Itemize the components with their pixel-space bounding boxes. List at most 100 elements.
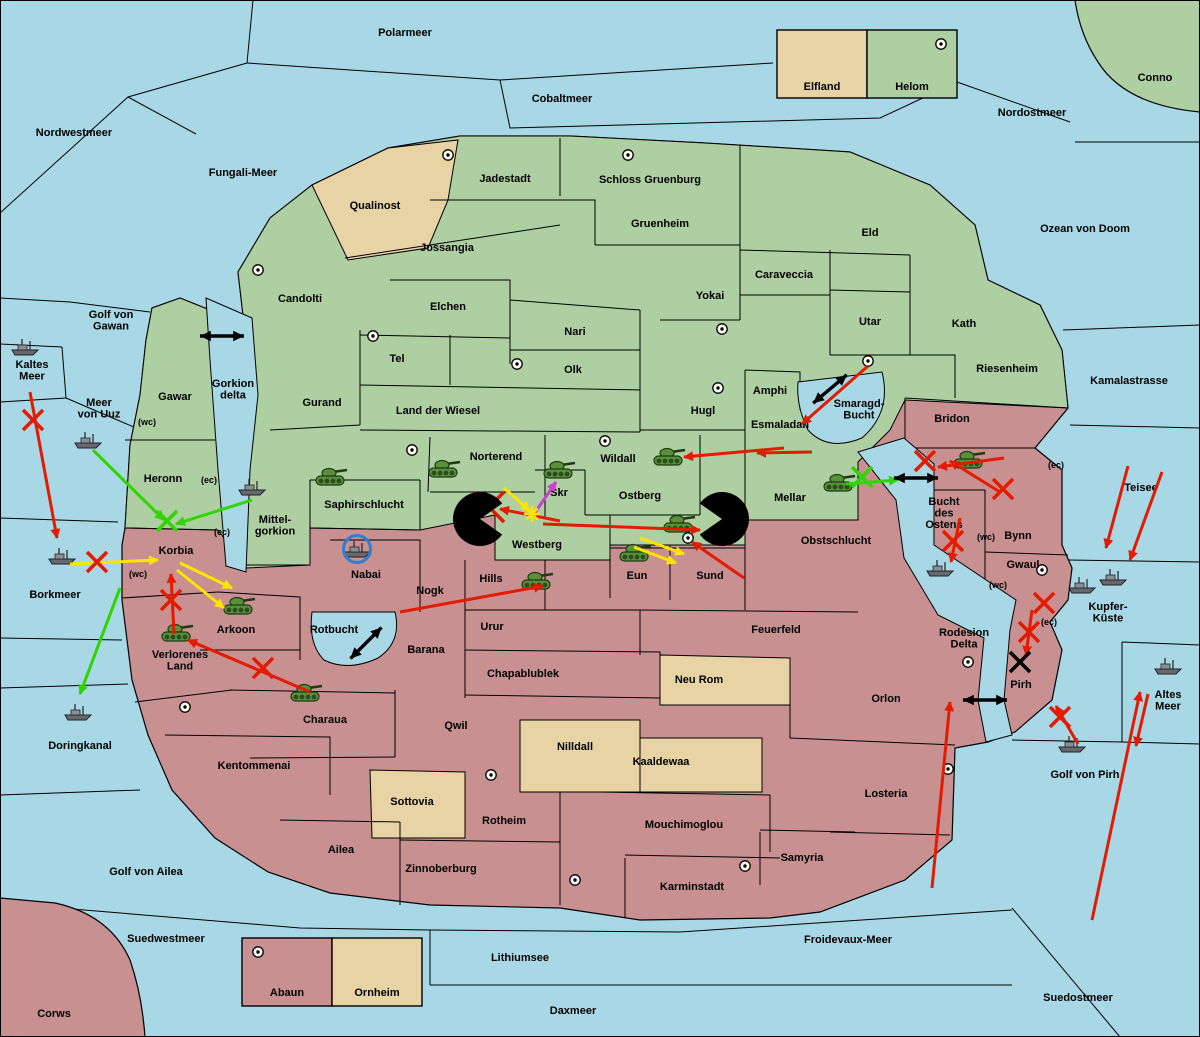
tank-unit[interactable] [653,447,686,466]
tank-unit[interactable] [428,459,461,478]
region-obstschlucht[interactable]: Obstschlucht [801,535,872,547]
region-candolti[interactable]: Candolti [278,293,322,305]
region-karminstadt[interactable]: Karminstadt [660,881,725,893]
sea-ozean-von-doom[interactable]: Ozean von Doom [1040,223,1130,235]
ship-unit[interactable] [64,704,93,721]
region-samyria[interactable]: Samyria [781,852,825,864]
region-qualinost[interactable]: Qualinost [350,200,401,212]
neutral-territory[interactable] [369,769,466,839]
tank-unit[interactable] [663,514,696,533]
region-ostberg[interactable]: Ostberg [619,490,661,502]
region-westberg[interactable]: Westberg [512,539,562,551]
region-nogk[interactable]: Nogk [416,585,444,597]
sea-nordostmeer[interactable]: Nordostmeer [998,107,1067,119]
rotbucht-bay[interactable] [310,611,398,666]
sea-suedwestmeer[interactable]: Suedwestmeer [127,933,205,945]
region-qwil[interactable]: Qwil [444,720,467,732]
region-esmaladan[interactable]: Esmaladan [751,419,809,431]
tank-unit[interactable] [315,467,348,486]
region-ailea[interactable]: Ailea [328,844,355,856]
region-pirh[interactable]: Pirh [1010,679,1032,691]
tank-unit[interactable] [543,460,576,479]
ship-unit[interactable] [11,339,40,356]
region-conno[interactable]: Conno [1138,72,1173,84]
region-nilldall[interactable]: Nilldall [557,741,593,753]
ship-unit[interactable] [1099,569,1128,586]
region-corws-land[interactable] [0,897,146,1037]
sea-froidevaux-meer[interactable]: Froidevaux-Meer [804,934,893,946]
region-barana[interactable]: Barana [407,644,445,656]
ship-unit[interactable] [343,541,372,558]
ship-unit[interactable] [74,432,103,449]
region-rotheim[interactable]: Rotheim [482,815,526,827]
region-bridon[interactable]: Bridon [934,413,970,425]
region-kath[interactable]: Kath [952,318,977,330]
region-gurand[interactable]: Gurand [302,397,341,409]
sea-doringkanal[interactable]: Doringkanal [48,740,112,752]
tank-unit[interactable] [223,596,256,615]
region-jossangia[interactable]: Jossangia [420,242,475,254]
region-mouchimoglou[interactable]: Mouchimoglou [645,819,723,831]
sea-golf-von-ailea[interactable]: Golf von Ailea [109,866,183,878]
ship-unit[interactable] [926,560,955,577]
region-gwaul[interactable]: Gwaul [1006,559,1039,571]
tank-unit[interactable] [823,473,856,492]
region-nabai[interactable]: Nabai [351,569,381,581]
region-korbia[interactable]: Korbia [159,545,195,557]
region-gawar[interactable]: Gawar [158,391,192,403]
region-wildall[interactable]: Wildall [600,453,635,465]
region-caraveccia[interactable]: Caraveccia [755,269,814,281]
sea-golf-von-pirh[interactable]: Golf von Pirh [1050,769,1119,781]
region-orlon[interactable]: Orlon [871,693,901,705]
region-olk[interactable]: Olk [564,364,583,376]
region-riesenheim[interactable]: Riesenheim [976,363,1038,375]
region-bynn[interactable]: Bynn [1004,530,1032,542]
region-land-der-wiesel[interactable]: Land der Wiesel [396,405,480,417]
region-heronn[interactable]: Heronn [144,473,183,485]
sea-polarmeer[interactable]: Polarmeer [378,27,433,39]
region-conno-land[interactable] [1074,0,1200,113]
sea-teisee[interactable]: Teisee [1124,482,1157,494]
legend-cell-ornheim[interactable] [331,937,423,1007]
region-schloss-gruenburg[interactable]: Schloss Gruenburg [599,174,701,186]
region-yokai[interactable]: Yokai [696,290,725,302]
sea-smaragd-bucht[interactable]: Smaragd-Bucht [834,398,885,422]
region-sund[interactable]: Sund [696,570,724,582]
region-amphi[interactable]: Amphi [753,385,787,397]
sea-lithiumsee[interactable]: Lithiumsee [491,952,549,964]
sea-rotbucht[interactable]: Rotbucht [310,624,359,636]
sea-borkmeer[interactable]: Borkmeer [29,589,81,601]
sea-kamalastrasse[interactable]: Kamalastrasse [1090,375,1168,387]
sea-daxmeer[interactable]: Daxmeer [550,1005,597,1017]
sea-cobaltmeer[interactable]: Cobaltmeer [532,93,593,105]
region-hugl[interactable]: Hugl [691,405,715,417]
region-jadestadt[interactable]: Jadestadt [479,173,531,185]
region-neu-rom[interactable]: Neu Rom [675,674,724,686]
region-hills[interactable]: Hills [479,573,502,585]
sea-suedostmeer[interactable]: Suedostmeer [1043,992,1113,1004]
ship-unit[interactable] [1068,577,1097,594]
region-sottovia[interactable]: Sottovia [390,796,434,808]
region-gruenheim[interactable]: Gruenheim [631,218,689,230]
sea-kupfer-küste[interactable]: Kupfer-Küste [1088,601,1127,625]
ost-channel[interactable] [857,437,1017,743]
region-arkoon[interactable]: Arkoon [217,624,256,636]
region-feuerfeld[interactable]: Feuerfeld [751,624,801,636]
region-zinnoberburg[interactable]: Zinnoberburg [405,863,477,875]
region-losteria[interactable]: Losteria [865,788,909,800]
region-charaua[interactable]: Charaua [303,714,348,726]
region-eun[interactable]: Eun [627,570,648,582]
region-chapablublek[interactable]: Chapablublek [487,668,560,680]
region-corws[interactable]: Corws [37,1008,71,1020]
region-kaaldewaa[interactable]: Kaaldewaa [633,756,691,768]
region-kentommenai[interactable]: Kentommenai [218,760,291,772]
region-utar[interactable]: Utar [859,316,882,328]
region-norterend[interactable]: Norterend [470,451,523,463]
